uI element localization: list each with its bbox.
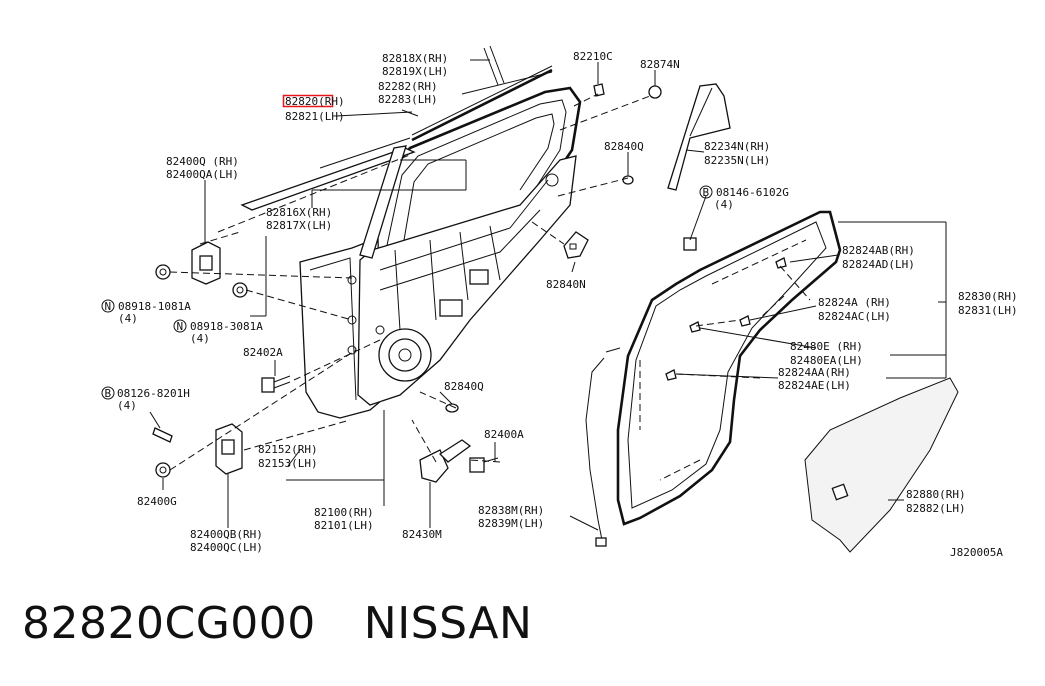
symbol-n-1: N	[105, 300, 112, 313]
label-82824AA: 82824AA(RH)	[778, 366, 851, 379]
label-82400QB: 82400QB(RH)	[190, 528, 263, 541]
label-82282: 82282(RH)	[378, 80, 438, 93]
door-check-link	[419, 439, 499, 483]
label-82824A: 82824A (RH)	[818, 296, 891, 309]
label-82402A: 82402A	[243, 346, 283, 359]
label-82824AC: 82824AC(LH)	[818, 310, 891, 323]
label-08126-qty: (4)	[117, 399, 137, 412]
label-82101: 82101(LH)	[314, 519, 374, 532]
label-08918-1081A: 08918-1081A	[118, 300, 191, 313]
label-82820-highlighted: 82820(RH)	[285, 95, 345, 108]
symbol-b-2: B	[703, 186, 710, 199]
label-82817X: 82817X(LH)	[266, 219, 332, 232]
label-82821: 82821(LH)	[285, 110, 345, 123]
pillar-garnish	[359, 145, 407, 259]
label-82824AB: 82824AB(RH)	[842, 244, 915, 257]
label-82874N: 82874N	[640, 58, 680, 71]
bolt-82402A	[261, 375, 291, 393]
dashed-leader-lines	[169, 93, 811, 471]
door-cable	[585, 347, 621, 547]
label-82400G: 82400G	[137, 495, 177, 508]
label-82283: 82283(LH)	[378, 93, 438, 106]
label-82430M: 82430M	[402, 528, 442, 541]
grommets	[445, 175, 634, 413]
label-82153: 82153(LH)	[258, 457, 318, 470]
label-08918-3081A: 08918-3081A	[190, 320, 263, 333]
upper-hinge	[155, 241, 248, 298]
circled-symbols: N N B B	[101, 185, 713, 400]
highlighted-part-box	[282, 94, 334, 108]
label-82235N: 82235N(LH)	[704, 154, 770, 167]
label-08918-3081A-qty: (4)	[190, 332, 210, 345]
label-82400QA: 82400QA(LH)	[166, 168, 239, 181]
label-82824AD: 82824AD(LH)	[842, 258, 915, 271]
label-82840Q-top: 82840Q	[604, 140, 644, 153]
sealing-screen	[563, 231, 589, 259]
top-clips	[593, 83, 662, 99]
label-08146-6102G: 08146-6102G	[716, 186, 789, 199]
label-82840Q-mid: 82840Q	[444, 380, 484, 393]
label-08918-1081A-qty: (4)	[118, 312, 138, 325]
label-82840N: 82840N	[546, 278, 586, 291]
label-82816X: 82816X(RH)	[266, 206, 332, 219]
symbol-n-2: N	[177, 320, 184, 333]
footer-caption: 82820CG000 NISSAN	[22, 598, 532, 649]
label-82818X: 82818X(RH)	[382, 52, 448, 65]
label-82234N: 82234N(RH)	[704, 140, 770, 153]
label-82838M: 82838M(RH)	[478, 504, 544, 517]
label-08146-qty: (4)	[714, 198, 734, 211]
symbol-b-1: B	[105, 387, 112, 400]
label-82100: 82100(RH)	[314, 506, 374, 519]
lower-hinge	[152, 423, 243, 478]
label-82824AE: 82824AE(LH)	[778, 379, 851, 392]
label-82152: 82152(RH)	[258, 443, 318, 456]
brand-name: NISSAN	[363, 598, 533, 649]
label-82400Q: 82400Q (RH)	[166, 155, 239, 168]
label-08126-8201H: 08126-8201H	[117, 387, 190, 400]
leader-lines	[149, 59, 947, 531]
door-weatherstrip	[616, 210, 842, 526]
part-labels: 82818X(RH) 82819X(LH) 82282(RH) 82283(LH…	[117, 50, 1018, 559]
partition-sash	[667, 83, 731, 251]
weatherstrip-clips	[665, 257, 787, 381]
label-82882: 82882(LH)	[906, 502, 966, 515]
label-82880: 82880(RH)	[906, 488, 966, 501]
outside-moulding-strip	[240, 109, 419, 211]
label-82480EA: 82480EA(LH)	[790, 354, 863, 367]
label-82831: 82831(LH)	[958, 304, 1018, 317]
label-82210C: 82210C	[573, 50, 613, 63]
label-82400A: 82400A	[484, 428, 524, 441]
parts-diagram: N N B B 82818X(RH) 82819X(LH) 82282(RH) …	[101, 45, 1018, 559]
label-82830: 82830(RH)	[958, 290, 1018, 303]
diagram-code: J820005A	[950, 546, 1003, 559]
label-82819X: 82819X(LH)	[382, 65, 448, 78]
door-inner-module	[347, 155, 577, 406]
label-82480E: 82480E (RH)	[790, 340, 863, 353]
label-82839M: 82839M(LH)	[478, 517, 544, 530]
part-number: 82820CG000	[22, 598, 316, 649]
door-sticker-panel	[804, 377, 959, 553]
label-82400QC: 82400QC(LH)	[190, 541, 263, 554]
